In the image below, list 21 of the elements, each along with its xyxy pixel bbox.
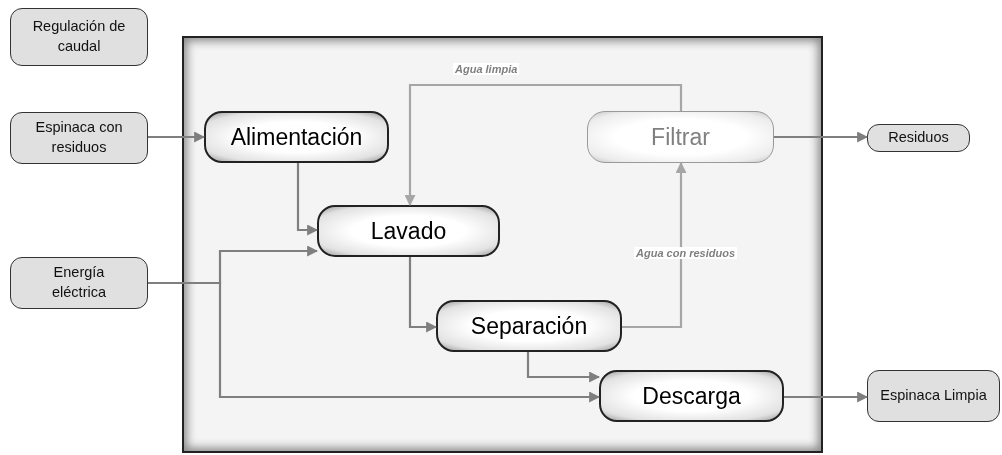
arrow <box>784 391 869 403</box>
arrow <box>148 131 206 143</box>
edge-label: Agua limpia <box>453 63 520 75</box>
arrow <box>296 163 319 236</box>
edge-label: Agua con residuos <box>634 247 738 259</box>
process-box: Filtrar <box>587 111 774 163</box>
process-box: Descarga <box>599 370 784 422</box>
arrow <box>526 352 601 383</box>
arrow <box>408 257 438 333</box>
terminal-box: Energía eléctrica <box>10 257 148 309</box>
terminal-box: Espinaca Limpia <box>867 370 1000 422</box>
arrow <box>622 161 687 329</box>
terminal-box: Regulación de caudal <box>10 8 148 66</box>
process-box: Alimentación <box>204 111 389 163</box>
terminal-box: Espinaca con residuos <box>10 112 148 164</box>
terminal-box: Residuos <box>867 124 970 152</box>
process-box: Separación <box>436 300 622 352</box>
arrow <box>774 131 869 143</box>
arrow <box>404 83 683 207</box>
process-box: Lavado <box>317 205 500 257</box>
system-boundary <box>182 36 823 453</box>
